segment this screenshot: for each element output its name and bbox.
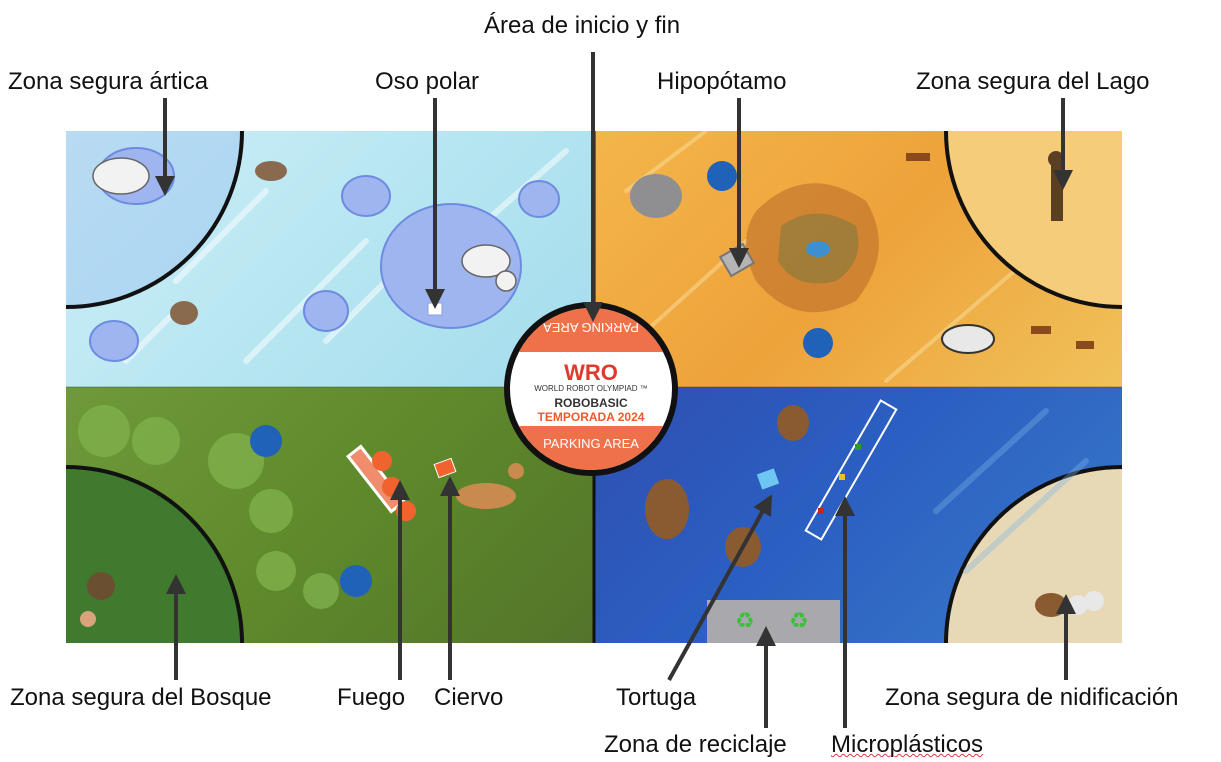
recycle-icon: ♻: [789, 608, 809, 633]
parking-area: PARKING AREA WRO WORLD ROBOT OLYMPIAD ™ …: [504, 302, 678, 476]
hippo-icon: [630, 174, 682, 218]
water-drop-icon: [250, 425, 282, 457]
water-drop-icon: [707, 161, 737, 191]
ocean-streaks: [933, 408, 1089, 574]
label-nesting-safe-zone: Zona segura de nidificación: [885, 684, 1179, 711]
season-label: TEMPORADA 2024: [537, 410, 645, 424]
deer-target: [433, 457, 457, 479]
arrow-turtle: [667, 494, 772, 681]
water-drop-icon: [340, 565, 372, 597]
tree-icon: [78, 405, 339, 609]
lake-safe-zone-border: [944, 131, 1122, 309]
label-microplastics: Microplásticos: [831, 731, 984, 758]
nesting-safe-zone-border: [944, 465, 1122, 643]
robobasic-label: ROBOBASIC: [554, 396, 628, 410]
label-arctic-safe-zone: Zona segura ártica: [8, 68, 209, 95]
label-fire: Fuego: [337, 684, 406, 711]
lake-safe-zone: [946, 131, 1122, 307]
label-hippo: Hipopótamo: [657, 68, 787, 95]
wro-subtitle: WORLD ROBOT OLYMPIAD ™: [534, 384, 648, 393]
turtle-target: [756, 468, 780, 490]
forest-safe-zone: [66, 467, 242, 643]
label-lake-safe-zone: Zona segura del Lago: [916, 68, 1150, 95]
label-start-end: Área de inicio y fin: [484, 12, 681, 39]
forest-safe-zone-border: [66, 465, 244, 643]
water-drop-icon: [803, 328, 833, 358]
hedgehog-icon: [87, 572, 115, 600]
polar-bear-icon: [92, 157, 517, 292]
parking-label-bottom: PARKING AREA: [510, 426, 672, 470]
seal-icon: [170, 161, 287, 325]
wro-logo: WRO: [564, 360, 618, 385]
antelope-icon: [906, 153, 1094, 349]
label-recycling-zone: Zona de reciclaje: [604, 731, 787, 758]
label-deer: Ciervo: [434, 684, 504, 711]
arctic-safe-zone-border: [66, 131, 244, 309]
recycle-icon: ♻: [735, 608, 755, 633]
microplastics-zone: [804, 399, 898, 541]
zebra-icon: [941, 324, 995, 354]
microplastic-pieces: [818, 444, 861, 514]
board-illustration: [66, 131, 1122, 643]
game-board: ♻ ♻ PARKING AREA WRO WORLD ROBOT OLYMPIA…: [66, 131, 1122, 643]
mushroom-icon: [80, 611, 96, 627]
label-polar-bear: Oso polar: [375, 68, 480, 95]
lake-water: [806, 241, 830, 257]
label-forest-safe-zone: Zona segura del Bosque: [10, 684, 272, 711]
label-turtle: Tortuga: [616, 684, 697, 711]
